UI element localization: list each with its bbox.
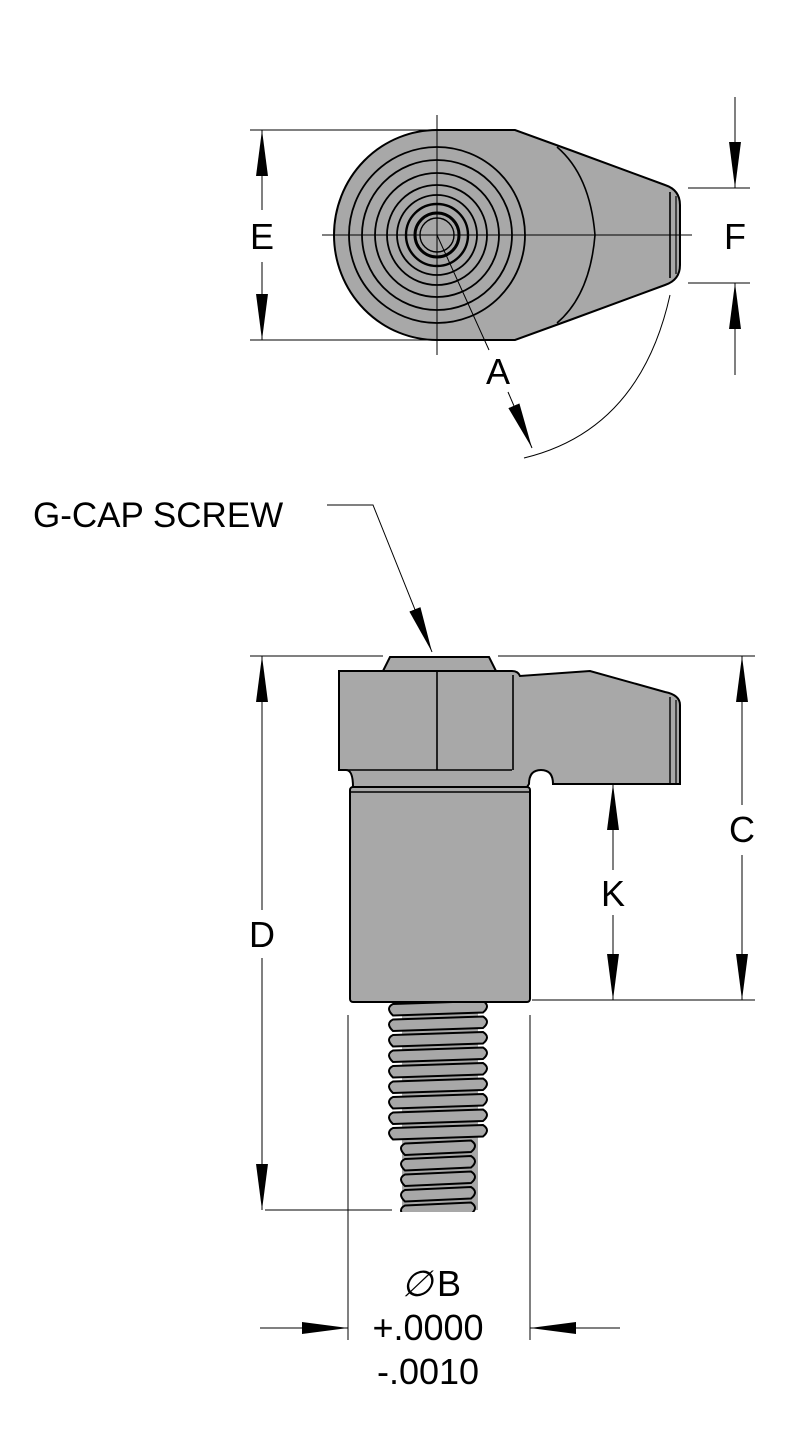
- label-a: A: [486, 351, 510, 392]
- diameter-label: B: [437, 1263, 461, 1304]
- side-view: [338, 656, 681, 1212]
- threaded-stud: [388, 1002, 488, 1212]
- thread-crest: [388, 1046, 488, 1064]
- dim-a: [436, 234, 671, 459]
- diameter-symbol: ∅: [401, 1263, 434, 1304]
- label-f: F: [724, 216, 746, 257]
- thread-crest: [388, 1092, 488, 1110]
- dim-f: [688, 97, 750, 375]
- thread-crest: [400, 1154, 476, 1172]
- cap-screw-top: [381, 656, 498, 672]
- g-cap-screw-leader: [327, 504, 433, 653]
- label-e: E: [250, 216, 274, 257]
- label-k: K: [601, 873, 625, 914]
- thread-crest: [388, 1123, 488, 1141]
- thread-crest: [400, 1139, 476, 1157]
- dim-d: [250, 655, 392, 1211]
- thread-crest: [400, 1201, 476, 1212]
- thread-crest: [388, 1030, 488, 1048]
- thread-crest: [388, 1002, 488, 1017]
- thread-crest: [388, 1108, 488, 1126]
- dim-e: [250, 129, 437, 341]
- dim-c: [498, 655, 755, 1001]
- thread-crest: [400, 1185, 476, 1203]
- thread-crest: [388, 1015, 488, 1033]
- label-d: D: [249, 914, 275, 955]
- plus-tolerance: +.0000: [372, 1307, 483, 1348]
- dim-b: [260, 1015, 620, 1340]
- label-c: C: [729, 809, 755, 850]
- thread-crest: [388, 1061, 488, 1079]
- thread-crest: [388, 1077, 488, 1095]
- minus-tolerance: -.0010: [377, 1351, 479, 1392]
- thread-crest: [400, 1170, 476, 1188]
- cylindrical-shank: [349, 786, 531, 1003]
- label-diameter-b: ∅ B +.0000 -.0010: [372, 1263, 483, 1392]
- clamp-head: [338, 669, 681, 788]
- label-g-cap-screw: G-CAP SCREW: [33, 496, 283, 535]
